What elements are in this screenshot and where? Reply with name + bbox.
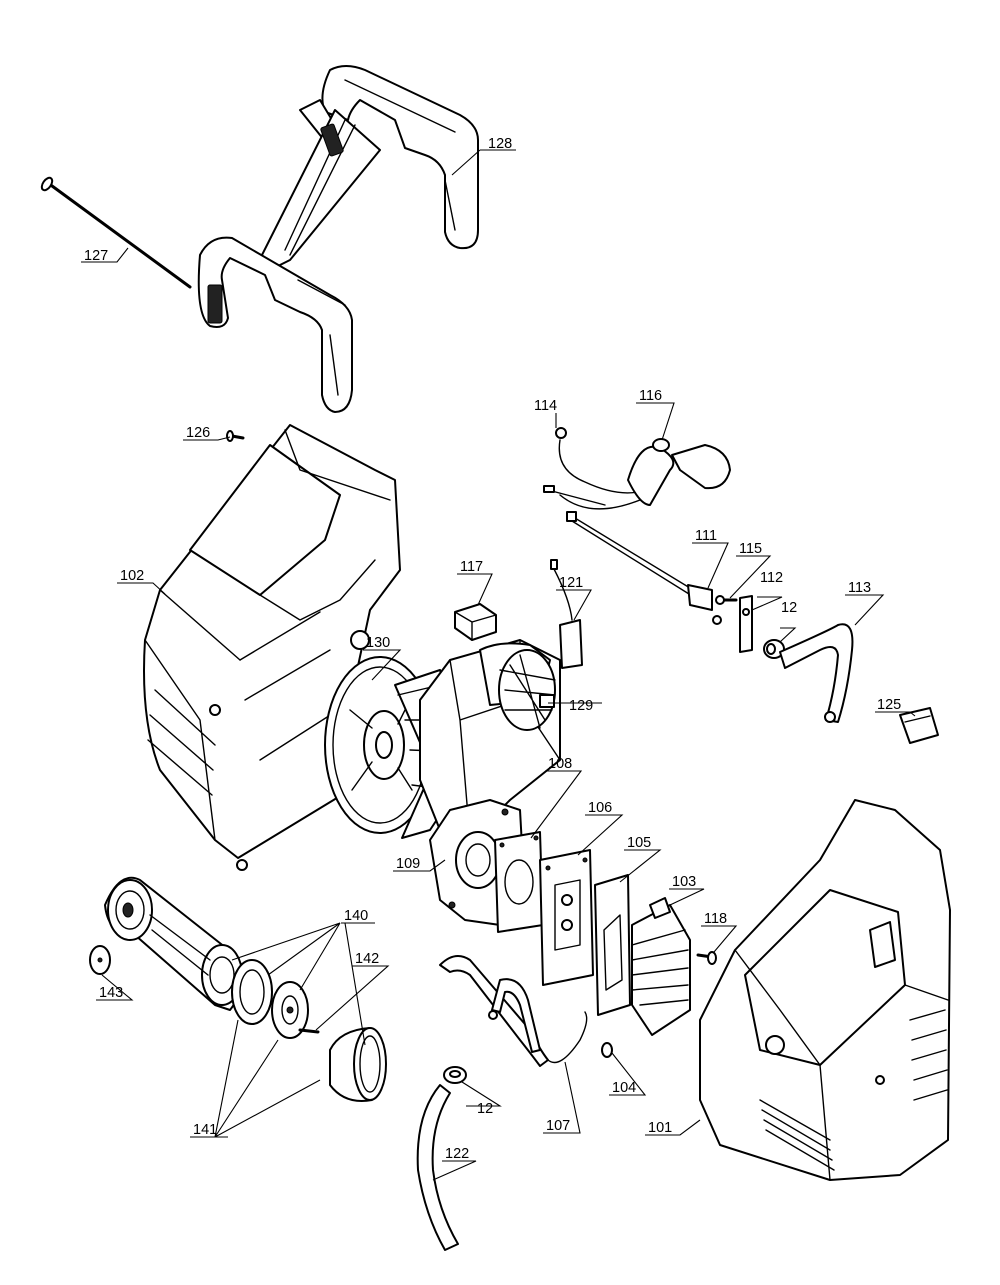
screw-115 [715,595,738,605]
screw-142 [298,1028,320,1034]
callout-108: 108 [548,756,572,772]
clamp-12-upper [763,639,785,659]
callout-116: 116 [639,388,662,404]
screw-126 [226,430,245,442]
tube-107 [439,955,588,1067]
callout-115: 115 [739,541,762,557]
callout-118: 118 [704,911,727,927]
gasket-105 [594,874,631,1016]
callout-12-upper: 12 [781,600,797,616]
callout-111: 111 [695,528,717,544]
callout-143: 143 [99,985,123,1001]
piston-cup-140 [271,981,309,1039]
handle-128 [197,65,479,413]
callout-121: 121 [559,575,583,591]
callout-114: 114 [534,398,557,414]
gasket-108 [494,831,544,933]
callout-113: 113 [848,580,871,596]
callout-104: 104 [612,1080,636,1096]
right-shroud-101 [699,799,951,1181]
thermal-wire-114 [555,427,639,494]
callout-109: 109 [396,856,420,872]
washer-143 [89,945,111,975]
callout-labels: 128 127 126 114 116 102 117 121 111 115 … [84,136,901,1162]
callout-102: 102 [120,568,144,584]
wire-121 [550,559,583,669]
cylinder-sleeve [329,1027,387,1102]
callout-105: 105 [627,835,651,851]
callout-117: 117 [460,559,483,575]
callout-126: 126 [186,425,210,441]
motor-129 [419,639,561,841]
callout-101: 101 [648,1120,672,1136]
hose-122 [416,1084,459,1251]
connecting-rod [104,876,243,1011]
pressure-tube-111 [566,511,722,625]
tube-113 [779,623,854,723]
piston-ring-140 [231,959,273,1025]
callout-129: 129 [569,698,593,714]
valve-plate-106 [539,849,594,986]
callout-128: 128 [488,136,512,152]
callout-103: 103 [672,874,696,890]
callout-12-lower: 12 [477,1101,493,1117]
switch-assembly-116 [543,438,731,510]
callout-127: 127 [84,248,108,264]
callout-142: 142 [355,951,379,967]
callout-140: 140 [344,908,368,924]
block-117 [454,603,497,641]
cylinder-head-103 [631,897,691,1036]
callout-112: 112 [760,570,783,586]
group-lines [214,922,366,1138]
switch-125 [899,707,939,744]
leader-lines [81,149,916,1181]
callout-141: 141 [193,1122,217,1138]
clamp-12-lower [443,1066,467,1084]
rod-127 [40,176,192,289]
bracket-112 [739,595,753,653]
callout-130: 130 [366,635,390,651]
clip-104 [601,1042,613,1058]
callout-106: 106 [588,800,612,816]
screw-118 [696,951,717,965]
callout-107: 107 [546,1118,570,1134]
callout-125: 125 [877,697,901,713]
callout-122: 122 [445,1146,469,1162]
